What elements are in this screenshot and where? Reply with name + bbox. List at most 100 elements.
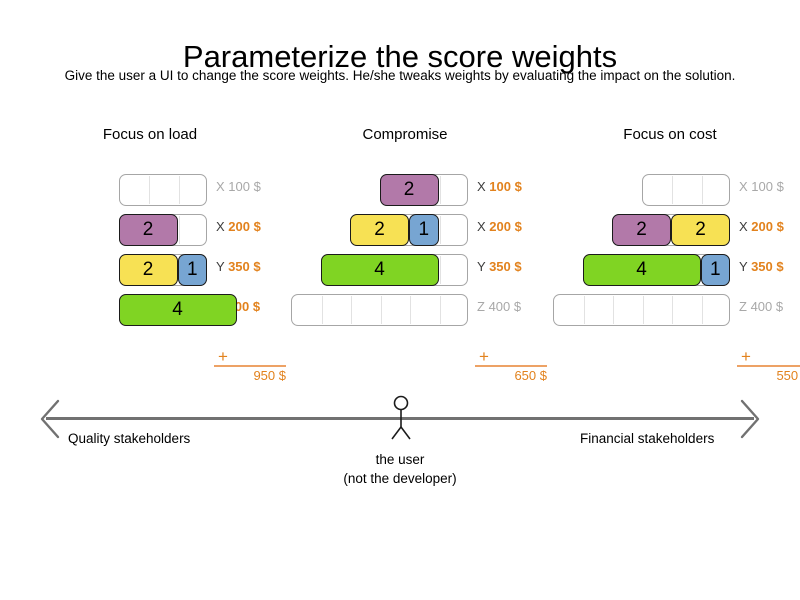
track-segment-divider xyxy=(178,216,180,244)
total-value: 550 $ xyxy=(776,368,800,383)
row-key: X xyxy=(216,179,229,194)
track-segment-divider xyxy=(583,296,585,324)
weight-row: X 100 $ xyxy=(0,174,800,206)
column-header: Compromise xyxy=(362,126,448,143)
track-segment-divider xyxy=(642,296,644,324)
weight-row: X 100 $ xyxy=(0,174,800,206)
page-subtitle: Give the user a UI to change the score w… xyxy=(64,68,736,83)
weight-row: 4 Z 400 $ xyxy=(0,294,800,326)
spectrum-left-label: Quality stakeholders xyxy=(68,431,191,446)
stakeholder-spectrum: Quality stakeholders Financial stakehold… xyxy=(0,390,800,510)
total-rule xyxy=(475,365,547,367)
row-cost-label: X 100 $ xyxy=(216,179,261,194)
track-segment-divider xyxy=(613,296,614,324)
weight-block[interactable]: 2 xyxy=(118,214,178,246)
track-segment-divider xyxy=(439,296,441,324)
weight-block[interactable]: 1 xyxy=(177,254,207,286)
row-cost-label: Z 400 $ xyxy=(477,299,521,314)
weight-row: Z 400 $ xyxy=(0,294,800,326)
weight-block[interactable]: 2 xyxy=(118,254,178,286)
user-caption: the user (not the developer) xyxy=(300,450,500,488)
row-key: X xyxy=(739,219,752,234)
spectrum-right-label: Financial stakeholders xyxy=(580,431,715,446)
row-price: 350 $ xyxy=(489,259,522,274)
row-key: Z xyxy=(739,299,751,314)
weight-block[interactable]: 2 xyxy=(350,214,409,246)
weight-slider-track[interactable] xyxy=(641,174,730,206)
track-segment-divider xyxy=(701,176,703,204)
weight-block[interactable]: 2 xyxy=(612,214,671,246)
weight-slider-track[interactable] xyxy=(553,294,730,326)
track-segment-divider xyxy=(351,296,352,324)
row-key: X xyxy=(216,219,229,234)
track-segment-divider xyxy=(439,176,441,204)
row-cost-label: X 200 $ xyxy=(739,219,784,234)
total-rule xyxy=(737,365,800,367)
row-cost-label: Y 350 $ xyxy=(477,259,522,274)
weight-slider-track[interactable] xyxy=(291,294,468,326)
row-key: Y xyxy=(477,259,490,274)
row-key: X xyxy=(739,179,752,194)
track-segment-divider xyxy=(439,256,441,284)
track-segment-divider xyxy=(672,296,673,324)
track-segment-divider xyxy=(178,176,180,204)
plus-sign: + xyxy=(741,347,751,366)
arrow-left-icon xyxy=(40,399,60,439)
total-value: 950 $ xyxy=(253,368,286,383)
track-segment-divider xyxy=(672,176,673,204)
row-price: 100 $ xyxy=(489,179,522,194)
weight-block[interactable]: 1 xyxy=(409,214,439,246)
row-key: Y xyxy=(216,259,229,274)
plus-sign: + xyxy=(479,347,489,366)
plus-sign: + xyxy=(218,347,228,366)
weight-row: 4 Y 350 $ xyxy=(0,254,800,286)
row-price: 100 $ xyxy=(751,179,784,194)
track-segment-divider xyxy=(701,296,703,324)
weight-row: 2 X 100 $ xyxy=(0,174,800,206)
total-value: 650 $ xyxy=(514,368,547,383)
track-segment-divider xyxy=(439,216,441,244)
track-segment-divider xyxy=(410,296,411,324)
row-key: Z xyxy=(477,299,489,314)
row-cost-label: Y 350 $ xyxy=(739,259,784,274)
row-cost-label: X 100 $ xyxy=(739,179,784,194)
weight-block[interactable]: 4 xyxy=(582,254,701,286)
row-price: 400 $ xyxy=(750,299,784,314)
row-key: Y xyxy=(739,259,752,274)
row-cost-label: X 100 $ xyxy=(477,179,522,194)
total-rule xyxy=(214,365,286,367)
weight-block[interactable]: 4 xyxy=(118,294,237,326)
row-price: 350 $ xyxy=(751,259,784,274)
weight-slider-track[interactable] xyxy=(118,174,207,206)
weight-block[interactable]: 1 xyxy=(700,254,730,286)
column-header: Focus on load xyxy=(102,126,198,143)
row-price: 200 $ xyxy=(751,219,784,234)
weight-block[interactable]: 2 xyxy=(671,214,730,246)
row-price: 200 $ xyxy=(489,219,522,234)
weight-block[interactable]: 4 xyxy=(320,254,439,286)
row-key: X xyxy=(477,219,490,234)
arrow-right-icon xyxy=(740,399,760,439)
page-title: Parameterize the score weights xyxy=(182,38,618,74)
spectrum-axis-line xyxy=(46,417,754,420)
row-cost-label: Z 400 $ xyxy=(739,299,783,314)
column-header: Focus on cost xyxy=(623,126,717,143)
row-cost-label: Y 350 $ xyxy=(216,259,261,274)
user-stick-figure-icon xyxy=(391,395,411,440)
row-cost-label: X 200 $ xyxy=(216,219,261,234)
track-segment-divider xyxy=(321,296,323,324)
weight-row: Z 400 $ xyxy=(0,294,800,326)
track-segment-divider xyxy=(380,296,382,324)
user-caption-line-1: the user xyxy=(375,452,425,467)
row-price: 200 $ xyxy=(228,219,261,234)
weight-block[interactable]: 2 xyxy=(379,174,439,206)
row-cost-label: X 200 $ xyxy=(477,219,522,234)
row-price: 100 $ xyxy=(228,179,261,194)
row-price: 350 $ xyxy=(228,259,261,274)
user-caption-line-2: (not the developer) xyxy=(343,471,457,486)
